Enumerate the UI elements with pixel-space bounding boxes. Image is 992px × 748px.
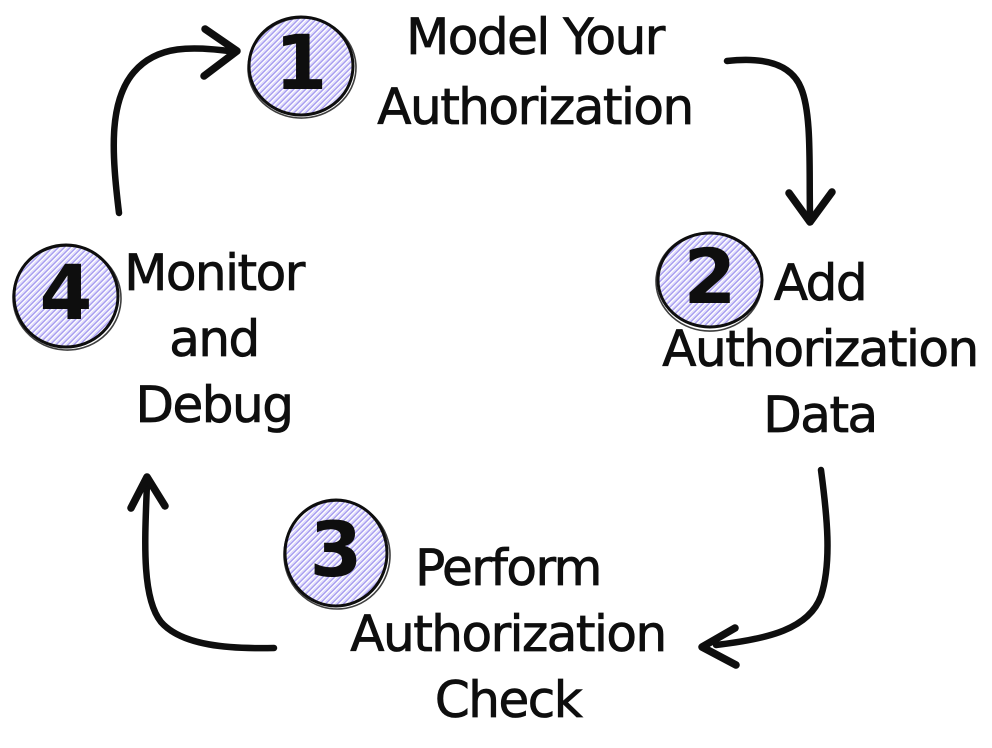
arrow-step2-to-step3 (698, 466, 831, 669)
step-2-number: 2 (683, 231, 737, 321)
step-1-number: 1 (274, 17, 328, 107)
step-3-number: 3 (309, 504, 363, 594)
step-2-label: Add Authorization Data (628, 250, 992, 448)
step-3-circle (283, 498, 391, 610)
arrow-head-icon (785, 188, 836, 226)
step-1-circle (247, 15, 357, 119)
step-1-label-line-1: Model Your (406, 8, 666, 67)
step-4-number: 4 (39, 247, 93, 337)
step-2-label-line-1: Add (773, 254, 868, 313)
step-4-circle (12, 243, 122, 351)
step-1-label-line-2: Authorization (377, 78, 695, 137)
arrow-step1-to-step2 (723, 56, 836, 226)
arrow-head-icon (200, 25, 241, 80)
step-3-label-line-2: Authorization (350, 605, 668, 664)
step-2-label-line-2: Authorization (662, 320, 980, 379)
step-2-circle (655, 231, 764, 332)
arrow-head-icon (127, 473, 169, 512)
step-3-label-line-1: Perform (415, 539, 603, 598)
arrow-shaft (110, 45, 233, 217)
step-4-label-line-3: Debug (135, 376, 294, 435)
step-4-label-line-2: and (169, 310, 261, 369)
arrow-shaft (723, 56, 814, 219)
arrow-step3-to-step4 (127, 473, 278, 652)
step-1-label: Model Your Authorization (340, 2, 730, 142)
arrow-head-icon (698, 624, 740, 669)
step-3-label: Perform Authorization Check (306, 535, 710, 733)
arrow-shaft (712, 466, 831, 649)
arrow-shaft (142, 479, 278, 652)
step-4-label-line-1: Monitor (124, 244, 306, 303)
arrow-step4-to-step1 (110, 25, 241, 217)
step-3-label-line-3: Check (434, 671, 583, 730)
step-4-label: Monitor and Debug (106, 240, 322, 438)
step-2-label-line-3: Data (763, 386, 879, 445)
